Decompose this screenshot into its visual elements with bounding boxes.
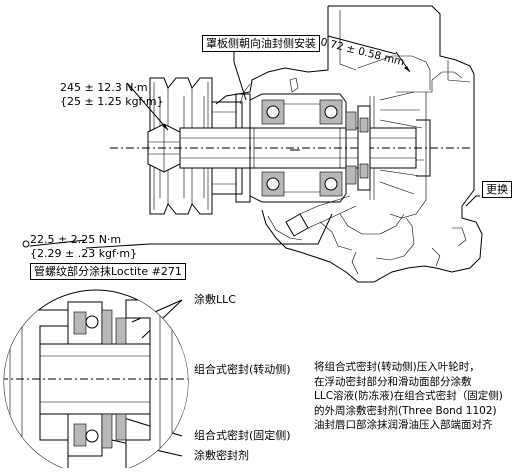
drain-plug xyxy=(285,195,357,237)
bearing-housing xyxy=(249,93,347,203)
replace-callout: 更换 xyxy=(482,181,512,198)
upper-torque-kgf: {25 ± 1.25 kgf·m} xyxy=(60,95,164,108)
note-line: LLC溶液(防冻液)在组合式密封（固定侧) xyxy=(314,390,503,402)
seal-assembly xyxy=(345,105,431,191)
note-line: 在浮动密封部分和滑动面部分涂敷 xyxy=(314,375,472,388)
note-line: 油封唇口部涂抹润滑油压入部端面对齐 xyxy=(314,419,493,431)
apply-sealant-label: 涂敷密封剂 xyxy=(194,449,249,462)
note-line: 的外周涂敷密封剂(Three Bond 1102) xyxy=(314,404,497,417)
upper-torque-nm: 245 ± 12.3 N·m xyxy=(60,81,148,94)
clearance-dimension xyxy=(327,35,411,73)
note-line: 将组合式密封(转动侧)压入叶轮时， xyxy=(314,361,480,373)
assembly-note: 将组合式密封(转动侧)压入叶轮时， 在浮动密封部分和滑动面部分涂敷 LLC溶液(… xyxy=(314,360,514,433)
pump-shaft xyxy=(110,127,470,169)
loctite-callout: 管螺纹部分涂抹Loctite #271 xyxy=(30,263,186,280)
pump-housing xyxy=(215,5,483,283)
seal-rotating-label: 组合式密封(转动侧) xyxy=(194,363,291,376)
lower-torque-kgf: {2.29 ± .23 kgf·m} xyxy=(30,247,138,260)
lower-torque-nm: 22.5 ± 2.25 N·m xyxy=(30,233,122,246)
apply-llc-label: 涂敷LLC xyxy=(194,293,236,306)
seal-fixed-label: 组合式密封(固定侧) xyxy=(194,429,291,442)
shroud-install-callout: 罩板侧朝向油封侧安装 xyxy=(202,35,320,52)
